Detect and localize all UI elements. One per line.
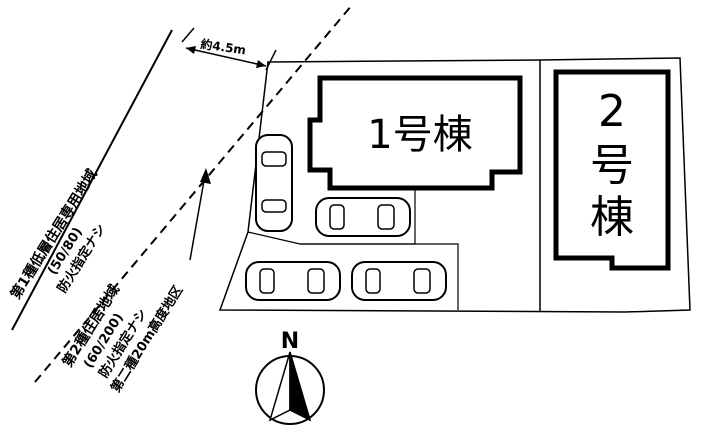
building-1-label: 1号棟 bbox=[367, 112, 472, 158]
parked-car-2 bbox=[315, 197, 411, 237]
dimension-arrow-left bbox=[186, 46, 196, 54]
zone-boundary-line bbox=[34, 4, 353, 383]
zone-1-name: 第1種低層住居専用地域 bbox=[7, 166, 101, 302]
dimension-arrow-right bbox=[256, 60, 266, 68]
parked-car-3 bbox=[245, 261, 341, 301]
parked-car-1 bbox=[255, 134, 293, 232]
building-2-label-line1: 2 bbox=[598, 86, 626, 137]
setback-dimension: 約4.5m bbox=[200, 36, 247, 57]
access-arrow-line bbox=[189, 174, 206, 261]
north-compass: N bbox=[255, 329, 325, 425]
compass-north-label: N bbox=[281, 329, 299, 354]
dimension-ext-left bbox=[181, 27, 195, 43]
dimension-line bbox=[185, 47, 267, 67]
building-1-outline bbox=[307, 75, 523, 191]
compass-needle-dark bbox=[289, 351, 312, 422]
building-2-label-line2: 号 bbox=[590, 140, 634, 191]
access-arrow-head bbox=[200, 168, 211, 184]
site-boundary bbox=[218, 57, 691, 313]
parked-car-4 bbox=[351, 261, 447, 301]
building-2-label-line3: 棟 bbox=[590, 192, 634, 243]
building-2-outline bbox=[553, 69, 671, 271]
road-edge-line bbox=[11, 29, 173, 331]
parking-outline-lower bbox=[300, 243, 459, 310]
